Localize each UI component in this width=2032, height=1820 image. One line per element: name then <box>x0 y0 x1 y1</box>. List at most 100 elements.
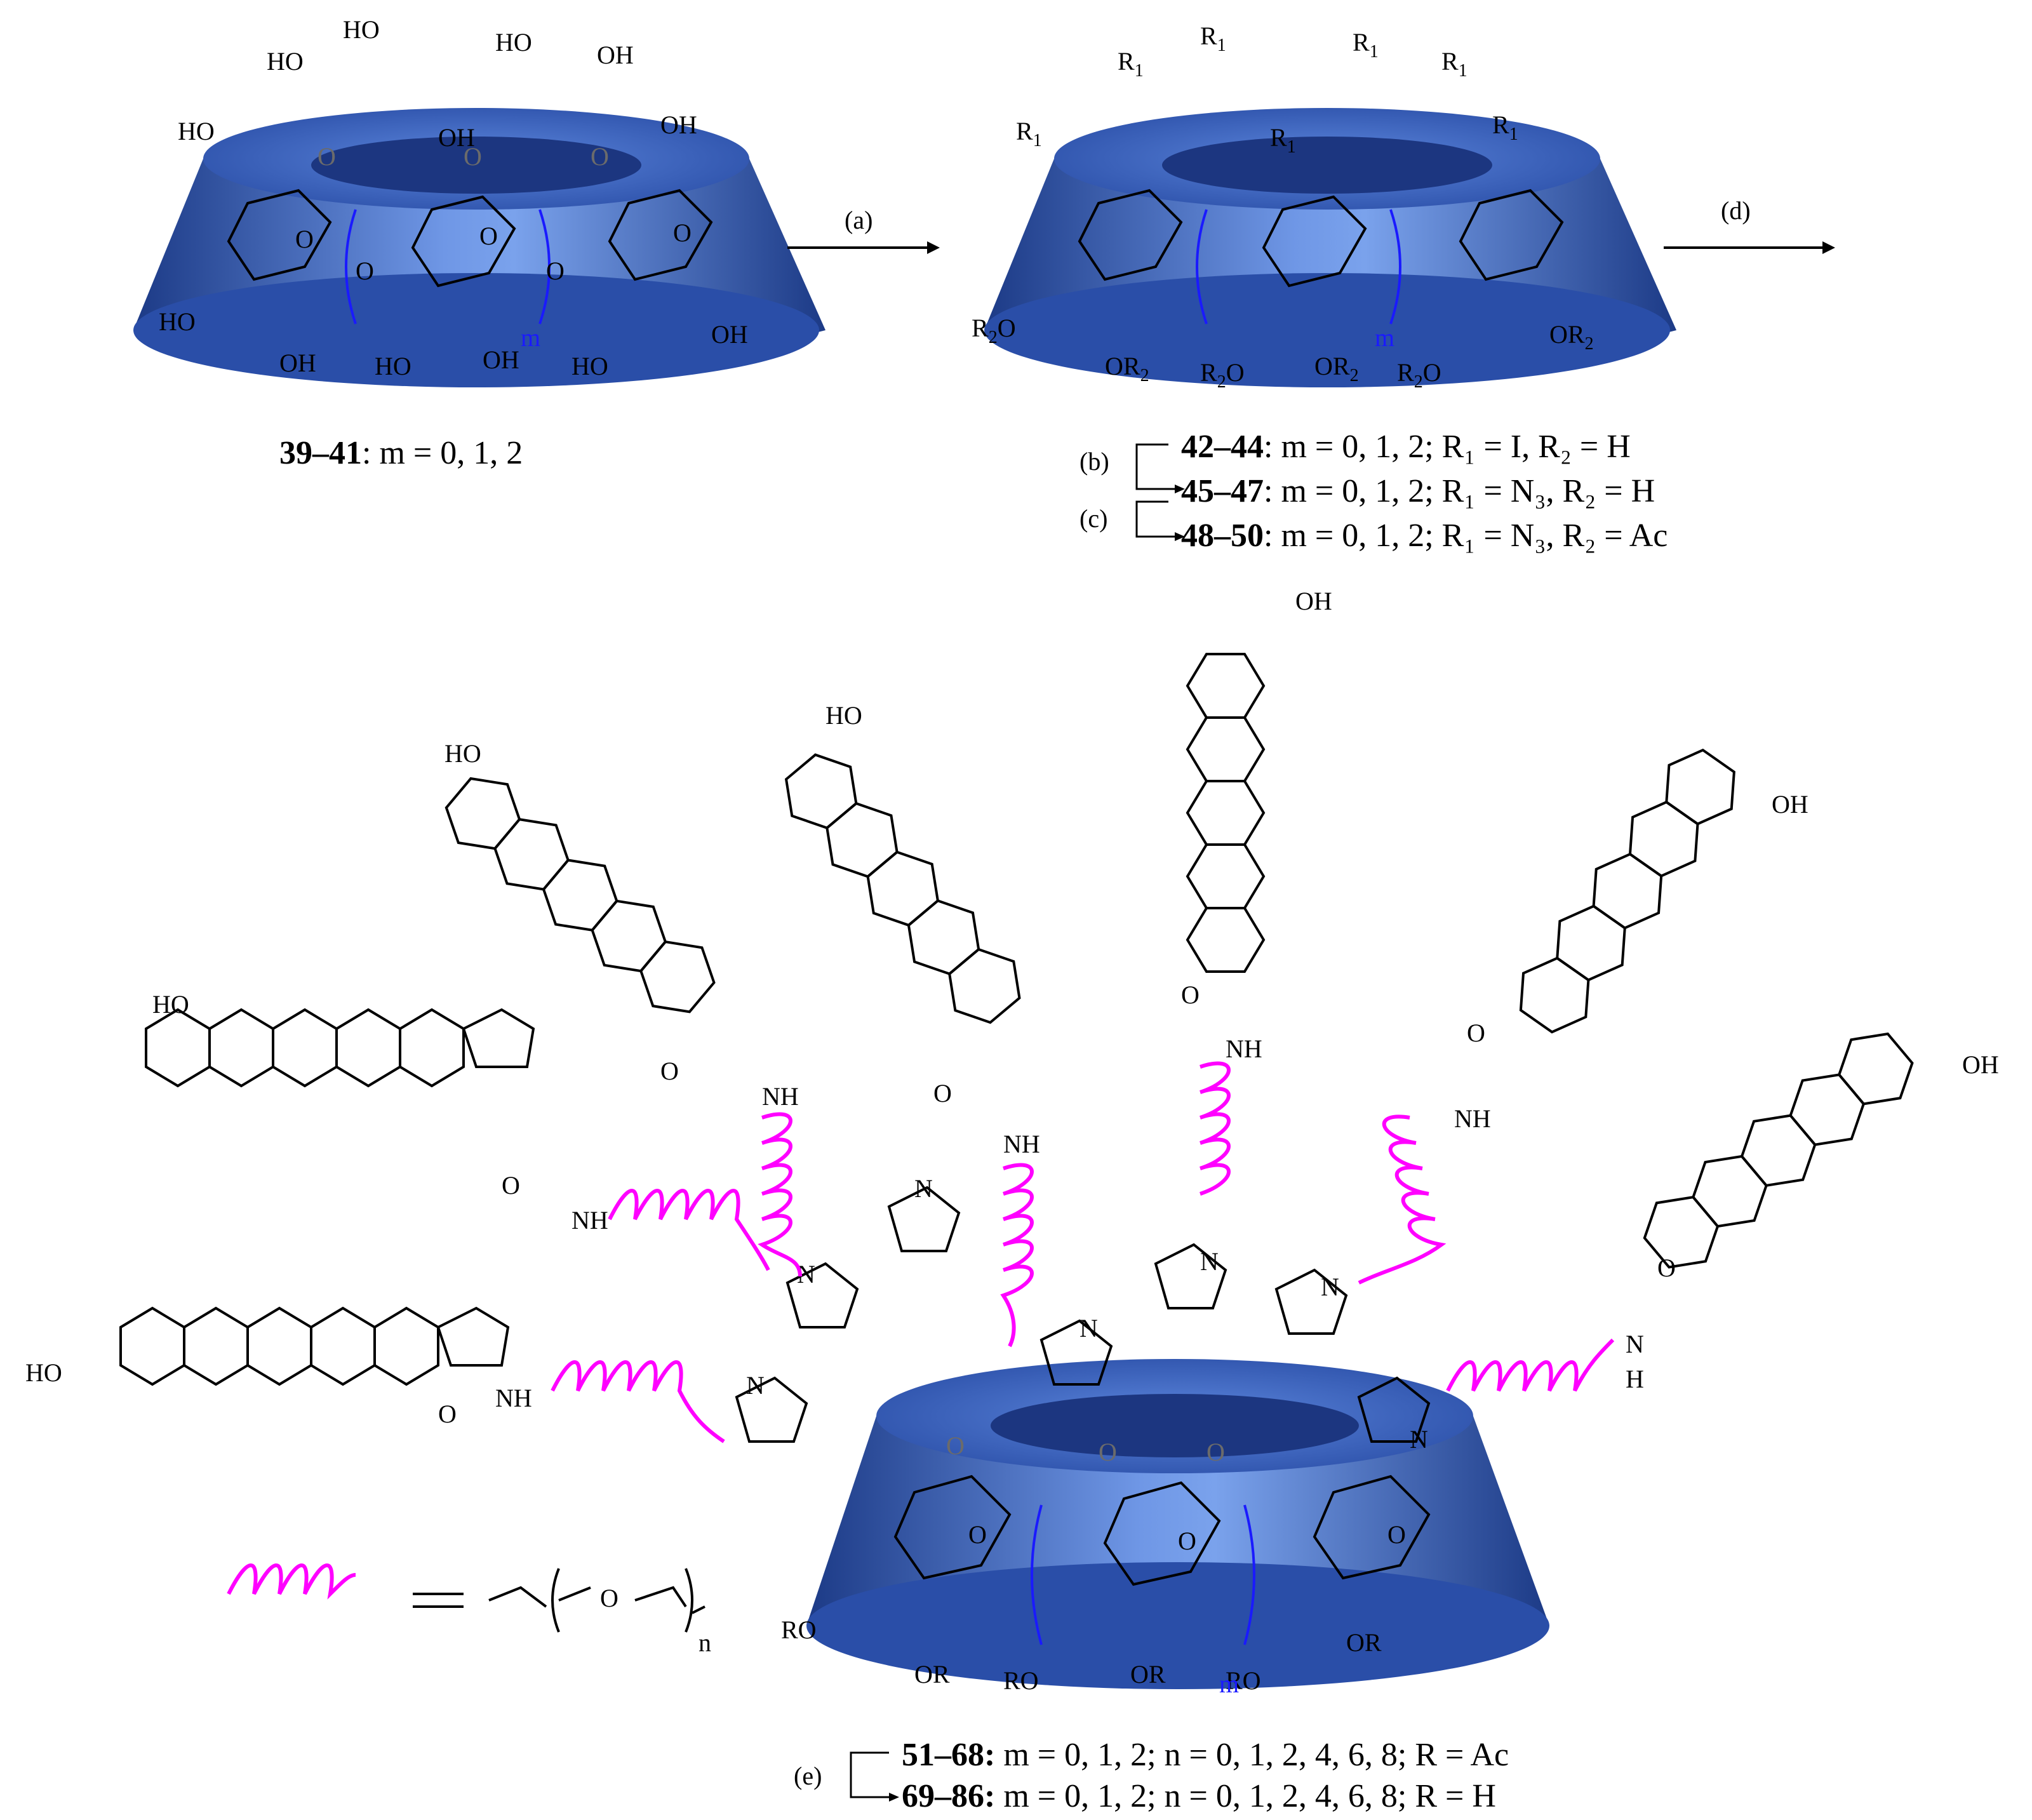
ring-oxygen-label: O <box>673 218 692 247</box>
svg-text:HO: HO <box>444 739 481 768</box>
svg-text:R1: R1 <box>1200 22 1226 55</box>
svg-text:O: O <box>933 1079 952 1107</box>
svg-text:NH: NH <box>572 1206 608 1235</box>
svg-text:O: O <box>600 1584 618 1612</box>
hydroxyl-label: OH <box>711 320 748 349</box>
linker-legend: O n <box>227 1563 711 1657</box>
repeat-index-m: m <box>521 323 540 352</box>
svg-text:HO: HO <box>25 1358 62 1387</box>
hydroxyl-label: OH <box>483 345 519 374</box>
triazole-rings <box>735 1186 1431 1443</box>
scaffold-labels: HO HO HO HO OH OH OH NH NH NH NH NH NH N… <box>25 587 1999 1428</box>
peg-linker-coils <box>551 1061 1615 1443</box>
step-a-label: (a) <box>845 206 872 234</box>
compound-48-50-caption: 48–50: m = 0, 1, 2; R₁ = N₃, R₂ = Ac <box>1181 518 1668 554</box>
step-e-label: (e) <box>794 1762 822 1790</box>
svg-text:HO: HO <box>152 990 189 1019</box>
hydroxyl-label: OH <box>438 123 475 152</box>
svg-text:R1: R1 <box>1441 47 1467 81</box>
ester-label: RO <box>781 1616 817 1644</box>
hydroxyl-label: HO <box>267 47 304 76</box>
ring-oxygen-label: O <box>946 1431 965 1460</box>
ring-oxygen-label: O <box>295 225 314 253</box>
step-d-label: (d) <box>1721 196 1751 225</box>
svg-text:NH: NH <box>762 1082 799 1111</box>
step-b-label: (b) <box>1080 447 1109 476</box>
svg-text:O: O <box>438 1400 457 1428</box>
betulinic-acid-scaffolds <box>119 653 1914 1386</box>
svg-text:NH: NH <box>1003 1130 1040 1158</box>
cyclodextrin-cone-1 <box>133 108 826 387</box>
svg-text:N: N <box>1200 1247 1219 1276</box>
compound-45-47-caption: 45–47: m = 0, 1, 2; R₁ = N₃, R₂ = H <box>1181 473 1655 509</box>
svg-text:N: N <box>914 1174 933 1203</box>
r1-labels: R1 R1 R1 R1 R1 R1 R1 <box>1016 22 1518 157</box>
svg-text:R1: R1 <box>1118 47 1144 81</box>
svg-text:N: N <box>746 1371 765 1400</box>
compound-69-86-caption: 69–86: m = 0, 1, 2; n = 0, 1, 2, 4, 6, 8… <box>902 1778 1496 1814</box>
hydroxyl-label: HO <box>495 28 532 57</box>
svg-text:O: O <box>502 1171 520 1200</box>
hydroxyl-label: OH <box>660 110 697 139</box>
svg-text:NH: NH <box>1226 1034 1262 1063</box>
svg-text:O: O <box>660 1057 679 1085</box>
svg-text:R1: R1 <box>1353 28 1379 62</box>
ester-label: RO <box>1003 1666 1039 1695</box>
ester-label: OR <box>1130 1660 1166 1689</box>
svg-text:OH: OH <box>1295 587 1332 615</box>
svg-text:HO: HO <box>826 701 862 730</box>
or2-labels: R2O OR2 R2O OR2 R2O OR2 <box>972 314 1594 392</box>
svg-text:R2O: R2O <box>1200 358 1245 392</box>
svg-text:N: N <box>1626 1330 1644 1358</box>
svg-text:N: N <box>1321 1273 1339 1301</box>
svg-text:OR2: OR2 <box>1314 352 1359 385</box>
hydroxyl-label: HO <box>343 15 380 44</box>
triazole-n-labels: N N N N N N N <box>746 1174 1428 1454</box>
hydroxyl-label: HO <box>572 352 608 380</box>
svg-text:O: O <box>1467 1019 1485 1047</box>
cyclodextrin-cone-2 <box>984 108 1676 387</box>
ring-oxygen-label: O <box>968 1520 987 1549</box>
svg-text:O: O <box>1657 1254 1676 1282</box>
ring-oxygen-label: O <box>591 142 609 171</box>
ring-oxygen-label: O <box>1178 1527 1196 1555</box>
ester-label: RO <box>1226 1666 1261 1695</box>
ring-oxygen-label: O <box>1387 1520 1406 1549</box>
repeat-index-m: m <box>1375 323 1394 352</box>
glycosidic-oxygen-label: O <box>546 257 565 285</box>
svg-text:N: N <box>1410 1425 1428 1454</box>
hydroxyl-label: HO <box>159 307 196 336</box>
svg-text:OR2: OR2 <box>1549 320 1594 354</box>
hydroxyl-label: HO <box>375 352 411 380</box>
ring-oxygen-label: O <box>1099 1438 1117 1466</box>
svg-text:R1: R1 <box>1270 123 1296 157</box>
svg-text:OR2: OR2 <box>1105 352 1149 385</box>
ester-label: OR <box>1346 1628 1382 1657</box>
svg-text:H: H <box>1626 1365 1644 1393</box>
svg-text:OH: OH <box>1962 1050 1999 1079</box>
hydroxyl-label: HO <box>178 117 215 145</box>
cyclodextrin-cone-3 <box>806 1359 1549 1689</box>
svg-text:R2O: R2O <box>972 314 1016 347</box>
ring-oxygen-label: O <box>464 142 482 171</box>
svg-text:N: N <box>1080 1314 1098 1342</box>
svg-text:n: n <box>698 1628 711 1657</box>
repeat-index-m: m <box>1219 1669 1239 1698</box>
svg-text:O: O <box>1181 980 1200 1009</box>
ring-oxygen-label: O <box>318 142 336 171</box>
compound-51-68-caption: 51–68: m = 0, 1, 2; n = 0, 1, 2, 4, 6, 8… <box>902 1737 1509 1773</box>
ester-label: OR <box>914 1660 950 1689</box>
step-c-label: (c) <box>1080 504 1107 533</box>
svg-text:R2O: R2O <box>1397 358 1441 392</box>
glycosidic-oxygen-label: O <box>356 257 374 285</box>
svg-text:R1: R1 <box>1492 110 1518 144</box>
svg-text:R1: R1 <box>1016 117 1042 151</box>
hydroxyl-label: OH <box>279 349 316 377</box>
svg-text:NH: NH <box>495 1384 532 1412</box>
hydroxyl-label: OH <box>597 41 634 69</box>
compound-42-44-caption: 42–44: m = 0, 1, 2; R₁ = I, R₂ = H <box>1181 429 1631 465</box>
svg-text:OH: OH <box>1772 790 1808 819</box>
compound-39-41-caption: 39–41: m = 0, 1, 2 <box>279 435 523 471</box>
svg-text:NH: NH <box>1454 1104 1491 1133</box>
